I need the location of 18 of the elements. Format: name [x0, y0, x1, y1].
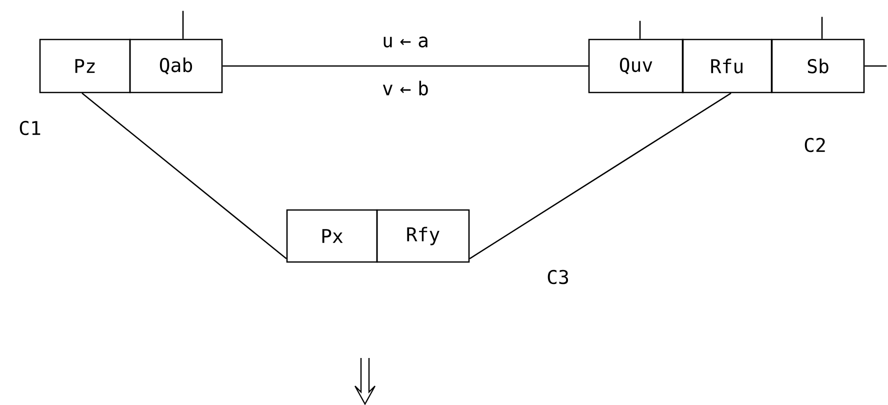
cell-box: Rfu — [682, 38, 772, 94]
cell-box: Qab — [129, 38, 223, 94]
connector-line — [82, 92, 287, 260]
tick-line — [821, 16, 823, 39]
connector-line — [469, 92, 732, 260]
clause-label: C1 — [20, 120, 40, 136]
cell-box: Quv — [588, 38, 684, 94]
clause-label: C3 — [548, 270, 568, 284]
tick-line — [864, 65, 887, 67]
cell-box: Sb — [771, 38, 865, 94]
cell-box: Px — [286, 209, 378, 263]
edge-label: u ← a v ← b — [382, 36, 428, 96]
tick-line — [639, 20, 641, 39]
cell-box: Pz — [39, 38, 131, 94]
clause-label: C2 — [804, 138, 825, 152]
cell-box: Rfy — [376, 209, 470, 263]
tick-line — [182, 10, 184, 39]
connector-line — [222, 65, 588, 67]
